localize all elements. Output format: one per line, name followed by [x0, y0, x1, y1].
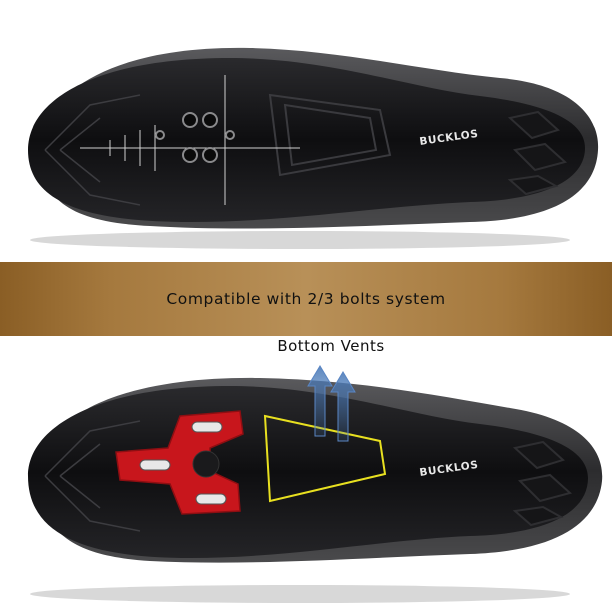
compatibility-text: Compatible with 2/3 bolts system [166, 290, 446, 308]
compatibility-banner: Compatible with 2/3 bolts system [0, 262, 612, 336]
bottom-vents-label: Bottom Vents [277, 337, 385, 355]
top-shoe-sole-image: BUCKLOS [28, 47, 599, 249]
bottom-shoe-sole-image: BUCKLOS [28, 365, 603, 603]
red-cleat [115, 410, 244, 515]
airflow-arrows-icon [307, 365, 356, 442]
